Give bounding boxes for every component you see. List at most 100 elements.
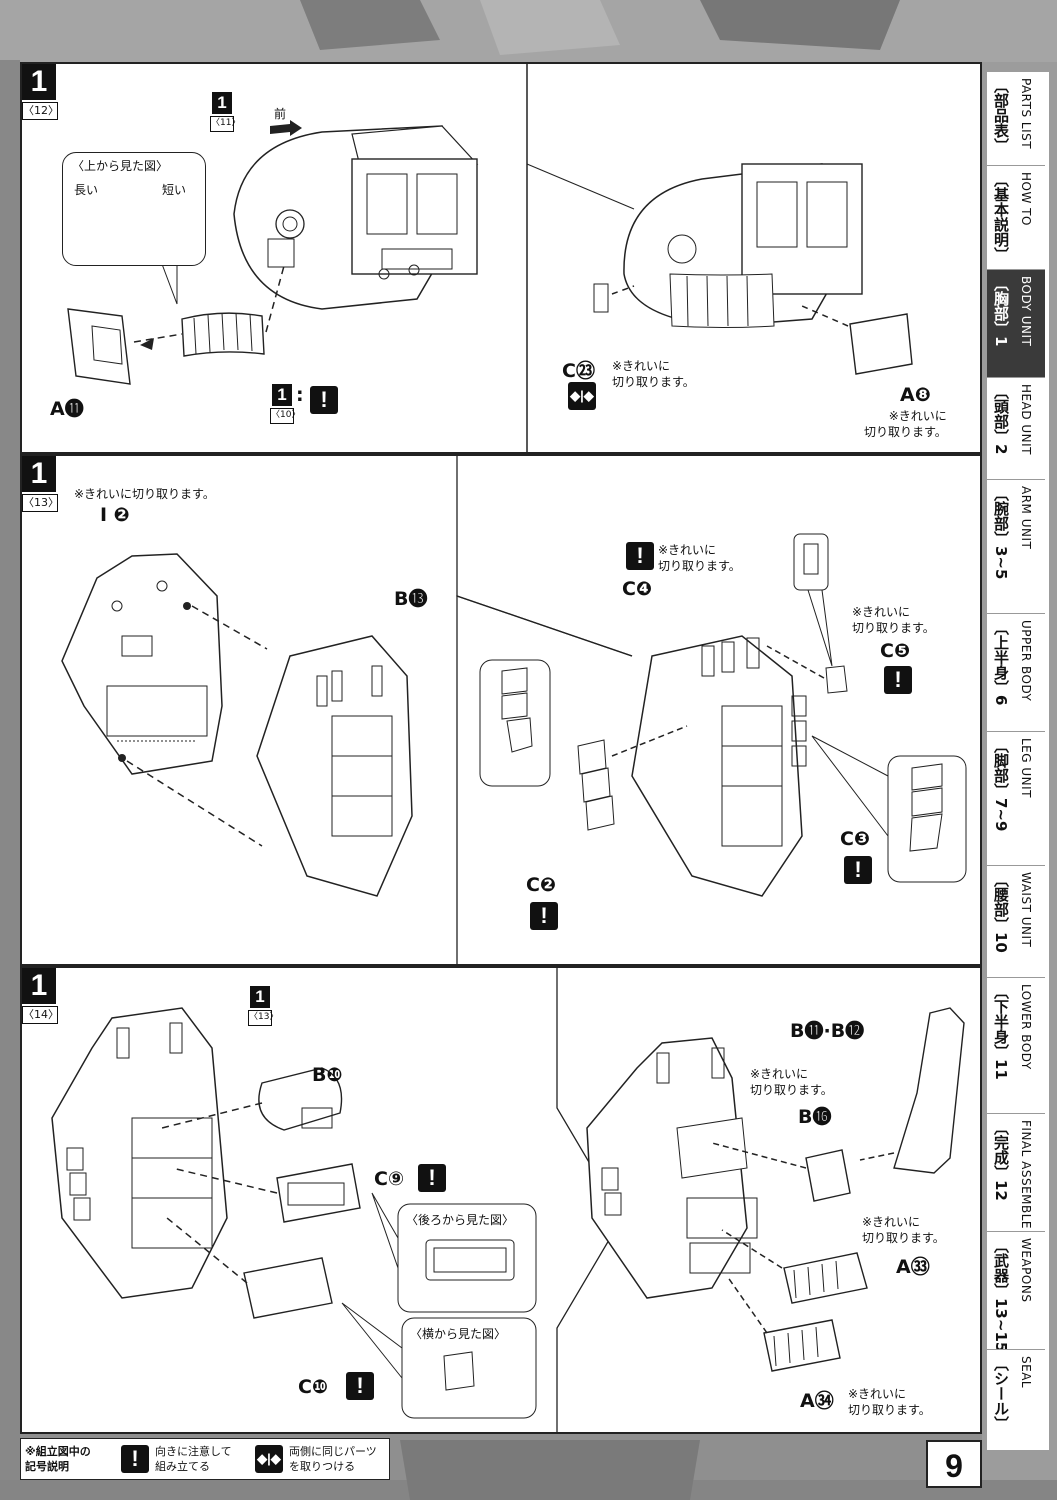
warning-icon-c3: ! <box>844 856 872 884</box>
tab-label-en: UPPER BODY <box>1019 620 1033 702</box>
rear-view-label: 〈後ろから見た図〉 <box>406 1213 515 1227</box>
warning-icon-c9: ! <box>418 1164 446 1192</box>
step-panel-12: 1 〈12〉 〈上から見た図〉 長い 短い 前 1 〈11〉 1 〈10〉 : … <box>20 62 982 454</box>
note-cut-cleanly-c4: ※きれいに 切り取ります。 <box>658 543 741 573</box>
tab-arm-unit[interactable]: 〔腕部〕3~5 ARM UNIT <box>987 480 1045 614</box>
part-label-c5: C❺ <box>880 640 911 662</box>
tab-label-en: LOWER BODY <box>1019 984 1033 1070</box>
part-label-c3: C❸ <box>840 828 871 850</box>
tab-label-jp: 〔部品表〕 <box>992 78 1010 153</box>
colon: : <box>296 384 304 406</box>
tab-label-en: HOW TO <box>1019 172 1033 226</box>
note-cut-cleanly-c23: ※きれいに 切り取ります。 <box>612 359 695 389</box>
tab-label-jp: 〔腰部〕10 <box>992 872 1010 953</box>
panel-14-drawing <box>51 968 965 1432</box>
tab-label-jp: 〔胸部〕1 <box>992 276 1010 347</box>
note-cut-cleanly-a8: ※きれいに 切り取ります。 <box>864 409 947 439</box>
tab-label-jp: 〔基本説明〕 <box>992 172 1010 262</box>
tab-upper-body[interactable]: 〔上半身〕6 UPPER BODY <box>987 614 1045 732</box>
tab-label-en: FINAL ASSEMBLE <box>1019 1120 1033 1230</box>
note-cut-cleanly-b16: ※きれいに 切り取ります。 <box>750 1067 833 1097</box>
legend-item-both-sides: 両側に同じパーツ を取りつける <box>289 1445 377 1473</box>
part-label-a33: A㉝ <box>896 1256 930 1278</box>
legend-warning-icon: ! <box>121 1445 149 1473</box>
part-label-c23: C㉓ <box>562 360 595 382</box>
tab-label-jp: 〔武器〕13~15 <box>992 1238 1010 1350</box>
step-panel-13: 1 〈13〉 ※きれいに切り取ります。 I ❷ B⓭ ! ※きれいに 切り取りま… <box>20 454 982 966</box>
tab-label-jp: 〔頭部〕2 <box>992 384 1010 455</box>
section-index-sidebar: 〔部品表〕 PARTS LIST 〔基本説明〕 HOW TO 〔胸部〕1 BOD… <box>987 72 1049 1450</box>
part-label-c10: C❿ <box>298 1376 329 1398</box>
legend-both-sides-icon: ◆|◆ <box>255 1445 283 1473</box>
step-panel-14: 1 〈14〉 1 〈13〉 B❿ C⑨ ! 〈後ろから見た図〉 〈横から見た図〉… <box>20 966 982 1434</box>
part-label-b16: B⓰ <box>798 1106 832 1128</box>
long-label: 長い <box>74 183 99 197</box>
short-label: 短い <box>162 183 187 197</box>
warning-icon-c10: ! <box>346 1372 374 1400</box>
tab-head-unit[interactable]: 〔頭部〕2 HEAD UNIT <box>987 378 1045 480</box>
symbol-legend: ※組立図中の 記号説明 ! 向きに注意して 組み立てる ◆|◆ 両側に同じパーツ… <box>20 1438 390 1480</box>
part-label-a8: A❽ <box>900 384 931 406</box>
mini-step: 1 <box>250 986 270 1008</box>
step-number: 1 <box>22 456 56 492</box>
tab-parts-list[interactable]: 〔部品表〕 PARTS LIST <box>987 72 1045 166</box>
top-view-callout <box>62 152 206 266</box>
part-label-c4: C❹ <box>622 578 653 600</box>
tab-lower-body[interactable]: 〔下半身〕11 LOWER BODY <box>987 978 1045 1114</box>
step-ref: 〈13〉 <box>22 494 59 512</box>
tab-leg-unit[interactable]: 〔脚部〕7~9 LEG UNIT <box>987 732 1045 866</box>
legend-item-orientation: 向きに注意して 組み立てる <box>155 1445 232 1473</box>
mini-step-ref-2: 〈10〉 <box>270 408 300 424</box>
mini-step-ref: 〈13〉 <box>248 1010 278 1026</box>
step-number: 1 <box>22 968 56 1004</box>
legend-title: ※組立図中の 記号説明 <box>25 1445 91 1473</box>
part-label-b11-b12: B⓫·B⓬ <box>790 1020 865 1042</box>
part-label-b13: B⓭ <box>394 588 428 610</box>
note-cut-cleanly-top: ※きれいに切り取ります。 <box>74 487 215 501</box>
step-number: 1 <box>22 64 56 100</box>
part-label-a11: A⓫ <box>50 398 84 420</box>
step-ref: 〈14〉 <box>22 1006 59 1024</box>
tab-weapons[interactable]: 〔武器〕13~15 WEAPONS <box>987 1232 1045 1350</box>
warning-icon-c2: ! <box>530 902 558 930</box>
tab-label-en: ARM UNIT <box>1019 486 1033 550</box>
tab-label-jp: 〔脚部〕7~9 <box>992 738 1010 832</box>
tab-body-unit[interactable]: 〔胸部〕1 BODY UNIT <box>987 270 1045 378</box>
note-cut-cleanly-a34: ※きれいに 切り取ります。 <box>848 1387 931 1417</box>
warning-icon-c5: ! <box>884 666 912 694</box>
tab-label-jp: 〔下半身〕11 <box>992 984 1010 1080</box>
step-ref: 〈12〉 <box>22 102 59 120</box>
part-label-i2: I ❷ <box>100 504 130 526</box>
note-cut-cleanly-c5: ※きれいに 切り取ります。 <box>852 605 935 635</box>
panel-13-drawing <box>61 456 967 964</box>
tab-seal[interactable]: 〔シール〕 SEAL <box>987 1350 1045 1450</box>
tab-label-en: WAIST UNIT <box>1019 872 1033 948</box>
front-label: 前 <box>274 107 287 121</box>
mini-step: 1 <box>212 92 232 114</box>
side-view-label: 〈横から見た図〉 <box>410 1327 507 1341</box>
part-label-b10: B❿ <box>312 1064 343 1086</box>
tab-how-to[interactable]: 〔基本説明〕 HOW TO <box>987 166 1045 270</box>
part-label-c9: C⑨ <box>374 1168 405 1190</box>
mini-step-ref: 〈11〉 <box>210 116 240 132</box>
tab-label-jp: 〔完成〕12 <box>992 1120 1010 1201</box>
both-sides-icon: ◆|◆ <box>568 382 596 410</box>
note-cut-cleanly-a33: ※きれいに 切り取ります。 <box>862 1215 945 1245</box>
tab-label-jp: 〔シール〕 <box>992 1356 1010 1431</box>
tab-label-en: HEAD UNIT <box>1019 384 1033 455</box>
tab-label-en: LEG UNIT <box>1019 738 1033 799</box>
tab-label-en: PARTS LIST <box>1019 78 1033 150</box>
tab-waist-unit[interactable]: 〔腰部〕10 WAIST UNIT <box>987 866 1045 978</box>
part-label-c2: C❷ <box>526 874 557 896</box>
tab-label-en: BODY UNIT <box>1019 276 1033 347</box>
tab-label-en: SEAL <box>1019 1356 1033 1389</box>
warning-icon: ! <box>310 386 338 414</box>
page-number: 9 <box>926 1440 982 1488</box>
tab-label-en: WEAPONS <box>1019 1238 1033 1303</box>
tab-label-jp: 〔腕部〕3~5 <box>992 486 1010 580</box>
mini-step-2: 1 <box>272 384 292 406</box>
part-label-a34: A㉞ <box>800 1390 834 1412</box>
tab-label-jp: 〔上半身〕6 <box>992 620 1010 706</box>
tab-final-assemble[interactable]: 〔完成〕12 FINAL ASSEMBLE <box>987 1114 1045 1232</box>
top-view-label: 〈上から見た図〉 <box>72 159 169 173</box>
